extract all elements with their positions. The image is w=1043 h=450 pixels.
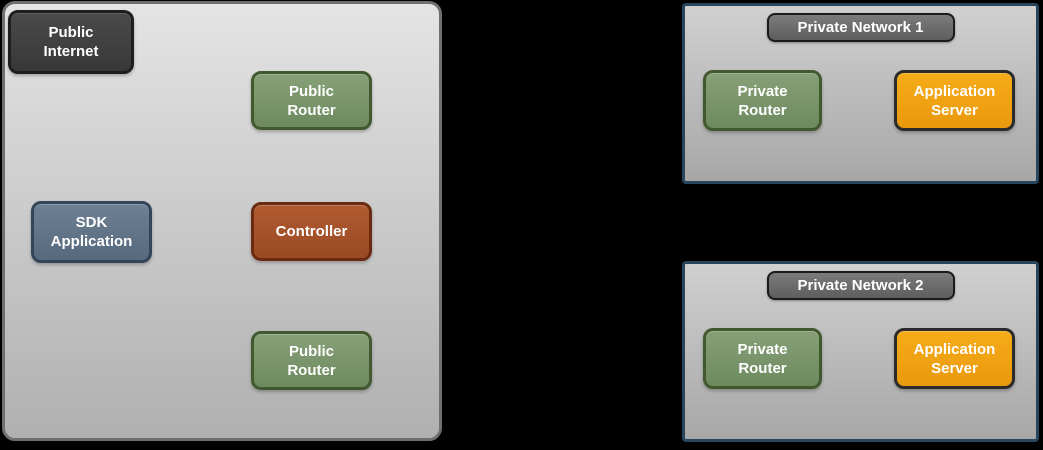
private-network-2-title: Private Network 2 xyxy=(766,271,955,300)
node-public-internet: Public Internet xyxy=(8,10,134,74)
node-public-router-top: Public Router xyxy=(251,71,372,130)
node-application-server-2: Application Server xyxy=(894,328,1015,389)
node-public-router-bottom: Public Router xyxy=(251,331,372,390)
node-controller: Controller xyxy=(251,202,372,261)
node-application-server-1: Application Server xyxy=(894,70,1015,131)
node-private-router-2: Private Router xyxy=(703,328,822,389)
private-network-1-title: Private Network 1 xyxy=(766,13,955,42)
node-sdk-application: SDK Application xyxy=(31,201,152,263)
private-network-2: Private Network 2 Private Router Applica… xyxy=(682,261,1039,442)
private-network-1: Private Network 1 Private Router Applica… xyxy=(682,3,1039,184)
node-private-router-1: Private Router xyxy=(703,70,822,131)
public-internet-zone: Public Internet Public Router SDK Applic… xyxy=(2,1,442,441)
